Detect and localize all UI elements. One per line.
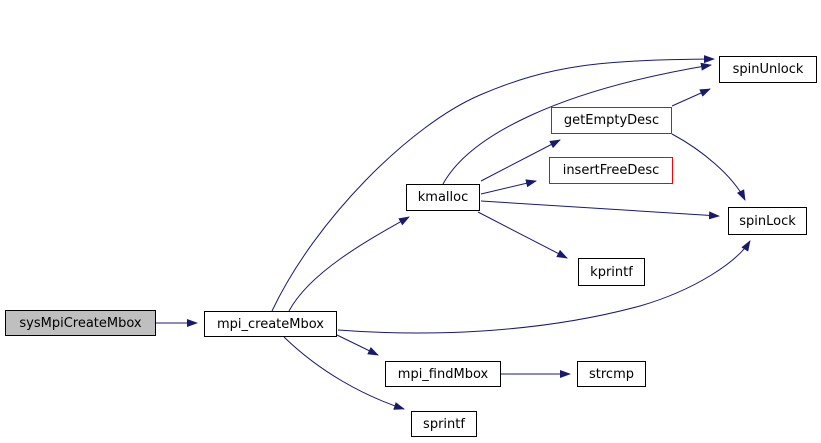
node-getEmptyDesc[interactable]: getEmptyDesc <box>551 107 672 134</box>
edge-mpi_createMbox-mpi_findMbox <box>336 334 379 356</box>
edge-getEmptyDesc-spinLock <box>671 133 746 201</box>
edge-kmalloc-getEmptyDesc <box>480 139 561 182</box>
node-kprintf[interactable]: kprintf <box>578 258 645 286</box>
edge-kmalloc-kprintf <box>477 211 568 259</box>
edge-getEmptyDesc-spinUnlock <box>671 88 711 107</box>
node-mpi_findMbox[interactable]: mpi_findMbox <box>385 361 501 387</box>
node-sprintf[interactable]: sprintf <box>411 411 477 437</box>
edge-mpi_createMbox-spinUnlock <box>271 55 715 312</box>
edge-kmalloc-insertFreeDesc <box>480 179 537 195</box>
node-spinLock[interactable]: spinLock <box>728 207 807 235</box>
edge-kmalloc-spinUnlock <box>442 62 712 185</box>
node-mpi_createMbox[interactable]: mpi_createMbox <box>204 311 337 337</box>
node-sysMpiCreateMbox: sysMpiCreateMbox <box>5 310 156 336</box>
edge-mpi_createMbox-kmalloc <box>288 216 410 312</box>
edge-mpi_createMbox-sprintf <box>283 336 405 410</box>
node-kmalloc[interactable]: kmalloc <box>406 184 480 211</box>
node-strcmp[interactable]: strcmp <box>577 361 646 387</box>
edge-mpi_createMbox-spinLock <box>337 240 751 334</box>
node-spinUnlock[interactable]: spinUnlock <box>719 56 817 83</box>
node-insertFreeDesc[interactable]: insertFreeDesc <box>549 157 673 184</box>
edge-kmalloc-spinLock <box>480 200 720 220</box>
